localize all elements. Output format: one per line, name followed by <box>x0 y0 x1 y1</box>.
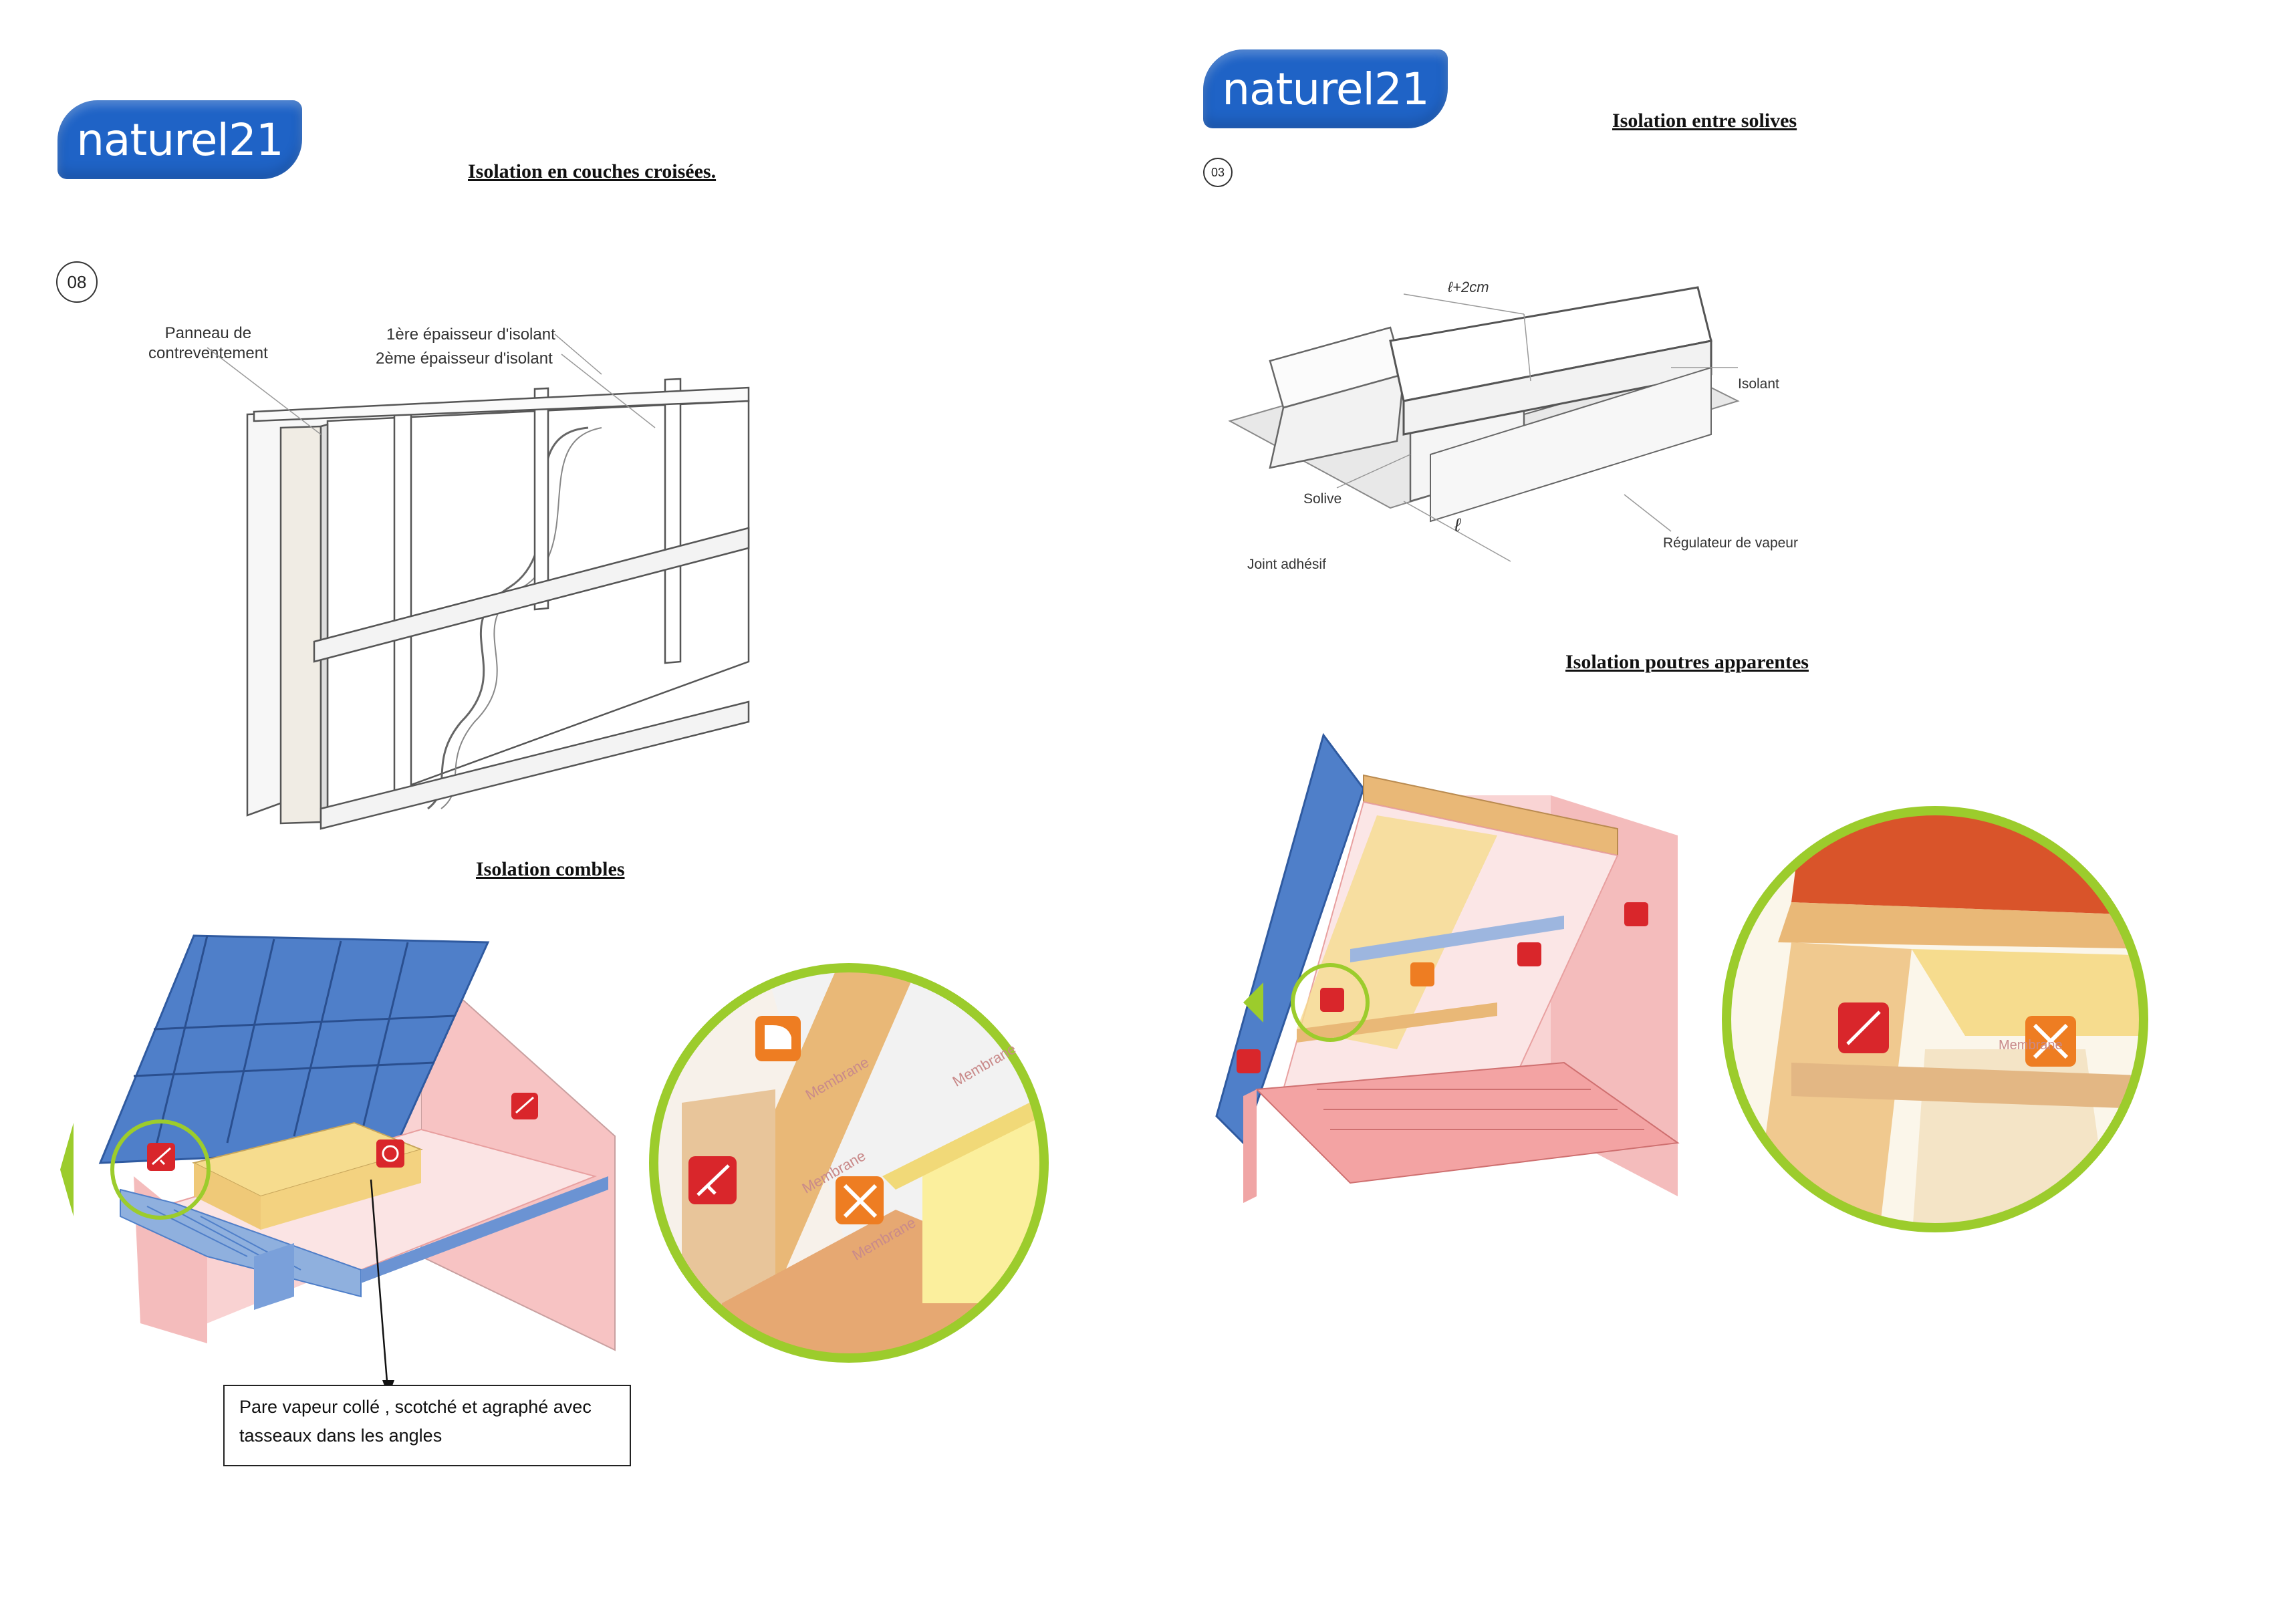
tape-roll-icon <box>1517 942 1541 966</box>
zoom-membrane-label-right: Membrane <box>1999 1038 2063 1053</box>
heading-entre-solives: Isolation entre solives <box>1612 110 1797 132</box>
label-solive: Solive <box>1303 491 1342 507</box>
caulk-gun-icon <box>1320 988 1344 1012</box>
caulk-gun-icon <box>1237 1049 1261 1073</box>
joist-insulation-diagram <box>1228 286 1740 562</box>
label-dimension-top: ℓ+2cm <box>1448 279 1489 295</box>
label-epaisseur-2: 2ème épaisseur d'isolant <box>376 350 553 368</box>
stapler-hammer-icon <box>1410 962 1434 986</box>
page-number-right: 03 <box>1203 158 1233 187</box>
label-joint-adhesif: Joint adhésif <box>1247 557 1326 572</box>
note-pare-vapeur: Pare vapeur collé , scotché et agraphé a… <box>223 1385 631 1466</box>
wall-crossed-layers-diagram <box>207 333 750 830</box>
logo-naturel21-right: naturel21 <box>1203 49 1448 128</box>
tape-roll-icon <box>376 1139 404 1168</box>
page-number-left: 08 <box>56 261 98 303</box>
note-arrow <box>370 1179 394 1397</box>
label-dimension-bottom: ℓ <box>1454 515 1461 535</box>
label-regulateur-vapeur: Régulateur de vapeur <box>1663 535 1798 551</box>
label-epaisseur-1: 1ère épaisseur d'isolant <box>386 325 555 344</box>
logo-naturel21-left: naturel21 <box>57 100 302 179</box>
heading-couches-croisees: Isolation en couches croisées. <box>468 160 717 182</box>
label-isolant: Isolant <box>1738 376 1779 392</box>
heading-poutres-apparentes: Isolation poutres apparentes <box>1565 651 1809 673</box>
exposed-beams-illustration <box>1215 732 1680 1203</box>
label-panneau-contreventement: Panneau de contreventement <box>148 324 268 362</box>
caulk-gun-icon <box>1624 902 1648 926</box>
attic-insulation-illustration <box>60 934 616 1351</box>
heading-isolation-combles: Isolation combles <box>476 858 625 880</box>
beams-zoom-detail <box>1722 806 2148 1232</box>
attic-zoom-detail <box>649 963 1049 1363</box>
